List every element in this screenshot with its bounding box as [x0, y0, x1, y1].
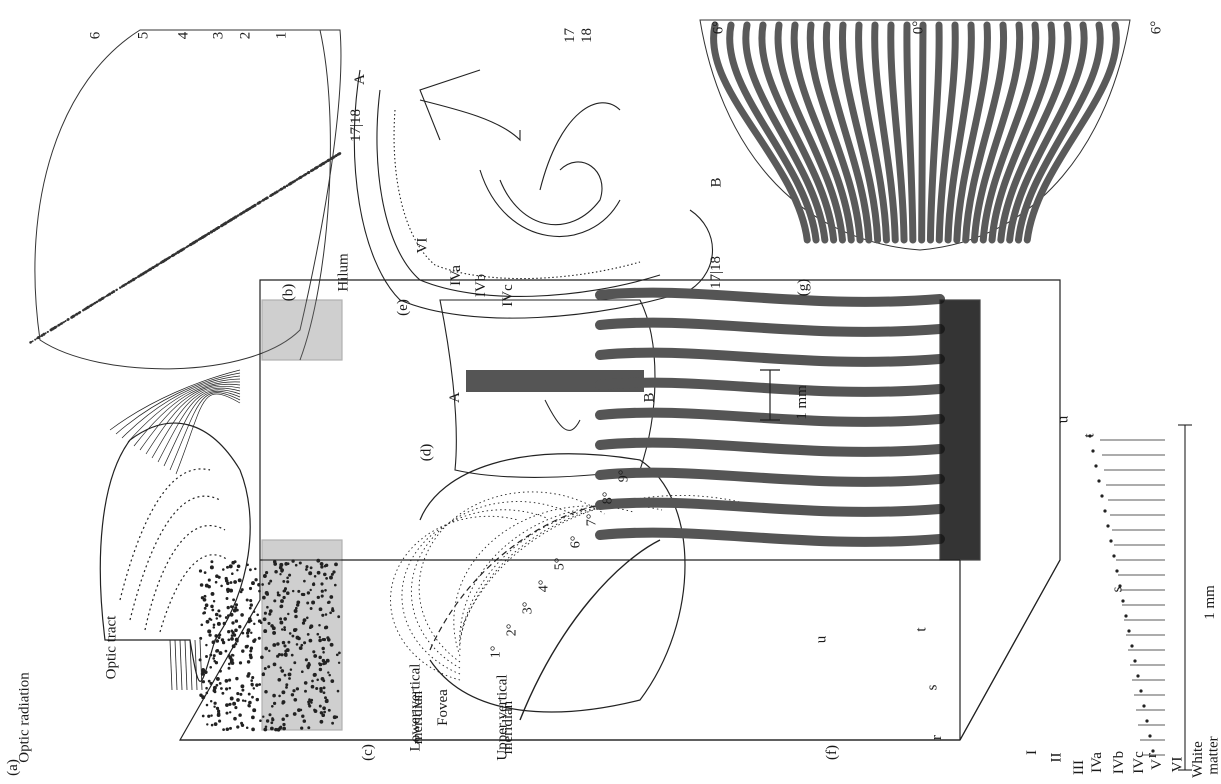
- panel-f-drawing: [180, 280, 1060, 740]
- panel-e-tag: (e): [396, 299, 411, 316]
- f-layer-vi: VI: [1170, 757, 1185, 773]
- panel-g-drawing: [700, 20, 1130, 250]
- c-ecc-8: 8°: [601, 492, 615, 505]
- b-layer-5: 5: [136, 32, 151, 40]
- panel-c-tag: (c): [361, 744, 376, 761]
- panel-f-tag: (f): [825, 745, 840, 760]
- c-ecc-7: 7°: [585, 514, 599, 527]
- panel-d-tag: (d): [419, 444, 434, 462]
- b-layer-1: 1: [274, 32, 289, 40]
- c-ecc-3: 3°: [521, 602, 535, 615]
- b-layer-3: 3: [211, 32, 226, 40]
- panel-c-drawing: [391, 454, 749, 720]
- e-layer-iva: IVa: [449, 265, 464, 286]
- d-point-b: B: [643, 392, 658, 402]
- panel-b-tag: (b): [281, 284, 296, 302]
- b-layer-2: 2: [238, 32, 253, 40]
- e-border-frac-17: 17: [563, 28, 578, 43]
- f-layer-iii: III: [1072, 760, 1087, 775]
- f-layer-i: I: [1025, 750, 1040, 755]
- f-layer-v: V: [1150, 759, 1165, 770]
- bottom-scale-drawing: [1088, 425, 1192, 770]
- f-letter-s: s: [1110, 587, 1125, 593]
- optic-radiation-label: Optic radiation: [18, 672, 33, 762]
- f-white-matter-1: White: [1191, 741, 1206, 778]
- c-ecc-1: 1°: [489, 646, 503, 659]
- f-letter-r2: r: [930, 735, 945, 740]
- fovea-label: Fovea: [436, 689, 451, 726]
- f-layer-ivb: IVb: [1112, 751, 1127, 774]
- panel-a-drawing: [100, 370, 250, 690]
- g-ecc-right: 6°: [1149, 21, 1164, 35]
- d-point-a: A: [448, 392, 463, 403]
- f-letter-u2: u: [814, 636, 829, 644]
- panel-e-drawing: [354, 70, 712, 318]
- bottom-scale-label: 1 mm: [1203, 585, 1218, 620]
- f-white-matter-2: matter: [1207, 736, 1221, 774]
- g-ecc-left: 6°: [711, 21, 726, 35]
- f-scale-bar: 1 mm: [795, 385, 810, 420]
- f-letter-t: t: [1083, 433, 1098, 437]
- c-ecc-5: 5°: [553, 558, 567, 571]
- b-layer-6: 6: [88, 32, 103, 40]
- upper-vertical-meridian-2: meridian: [501, 701, 516, 754]
- e-layer-ivb: IVb: [474, 274, 489, 297]
- e-layer-vi: VI: [415, 238, 430, 254]
- e-border-bottom: 17|18: [709, 256, 724, 289]
- c-ecc-9: 9°: [617, 470, 631, 483]
- f-layer-ii: II: [1050, 753, 1065, 763]
- e-layer-ivc: IVc: [501, 284, 516, 307]
- e-border-frac-18: 18: [580, 28, 595, 43]
- f-layer-iva: IVa: [1090, 752, 1105, 773]
- f-letter-r: r: [1145, 753, 1160, 758]
- f-letter-u: u: [1056, 416, 1071, 424]
- e-point-a: A: [353, 74, 368, 85]
- f-letter-t2: t: [915, 627, 930, 631]
- c-ecc-2: 2°: [505, 624, 519, 637]
- lower-vertical-meridian-2: meridian: [411, 691, 426, 744]
- c-ecc-6: 6°: [569, 536, 583, 549]
- optic-tract-label: Optic tract: [104, 616, 119, 680]
- c-ecc-4: 4°: [537, 580, 551, 593]
- b-layer-4: 4: [176, 32, 191, 40]
- panel-g-tag: (g): [796, 279, 811, 297]
- f-letter-s2: s: [925, 685, 940, 691]
- hilum-label: Hilum: [337, 253, 352, 291]
- e-border-top: 17|18: [349, 109, 364, 142]
- e-point-b: B: [710, 177, 725, 187]
- g-ecc-center: 0°: [911, 21, 926, 35]
